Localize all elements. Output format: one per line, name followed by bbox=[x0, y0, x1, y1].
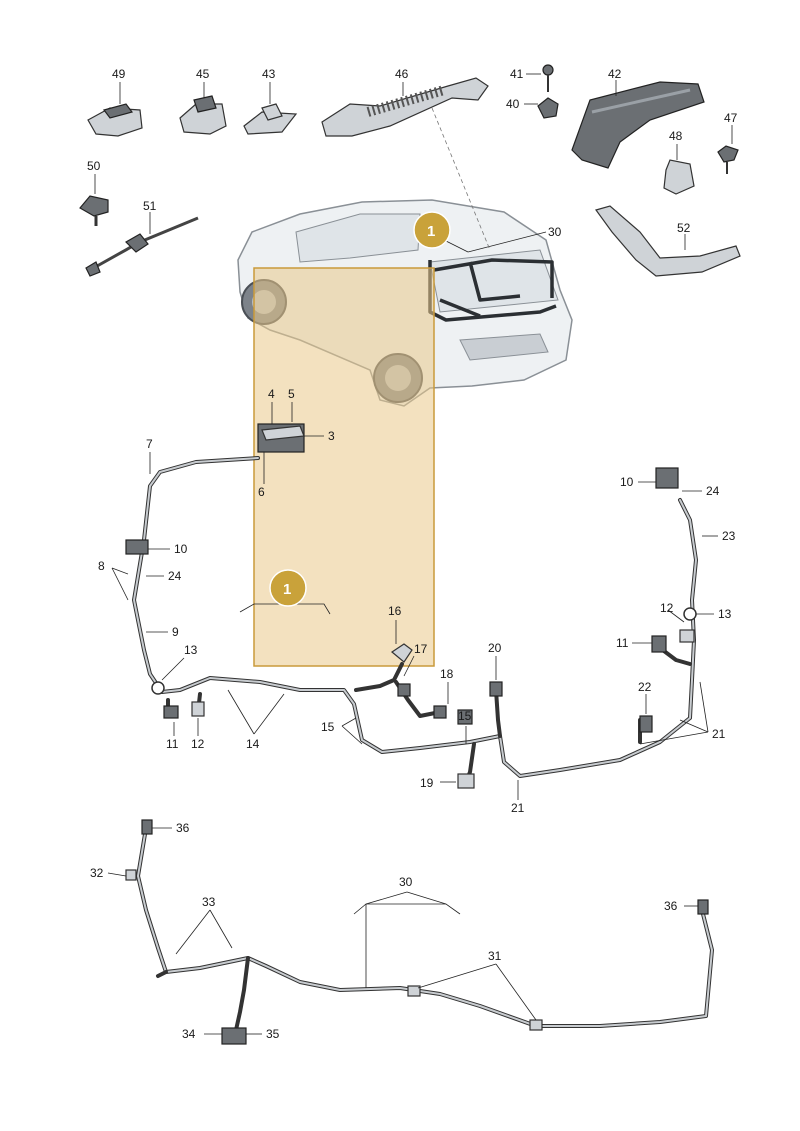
callout-31: 31 bbox=[488, 949, 502, 963]
callout-43: 43 bbox=[262, 67, 276, 81]
part-45-clip bbox=[179, 82, 227, 135]
callout-8: 8 bbox=[98, 559, 105, 573]
callout-30-bottom: 30 bbox=[399, 875, 413, 889]
callout-15-right: 15 bbox=[458, 709, 472, 723]
callout-4: 4 bbox=[268, 387, 275, 401]
callout-14: 14 bbox=[246, 737, 260, 751]
callout-40: 40 bbox=[506, 97, 520, 111]
part-49-clip bbox=[87, 82, 143, 137]
callout-20: 20 bbox=[488, 641, 502, 655]
leader-lines bbox=[107, 402, 718, 1035]
callout-21-right: 21 bbox=[712, 727, 726, 741]
callout-16: 16 bbox=[388, 604, 402, 618]
callout-32: 32 bbox=[90, 866, 104, 880]
callout-51: 51 bbox=[143, 199, 157, 213]
callout-12-right: 12 bbox=[660, 601, 674, 615]
callout-52: 52 bbox=[677, 221, 691, 235]
callout-11-left: 11 bbox=[166, 737, 179, 751]
callout-19: 19 bbox=[420, 776, 434, 790]
part-48-clip bbox=[663, 144, 695, 195]
callout-10-left: 10 bbox=[174, 542, 188, 556]
callout-33: 33 bbox=[202, 895, 216, 909]
callout-41: 41 bbox=[510, 67, 524, 81]
callout-46: 46 bbox=[395, 67, 409, 81]
callout-5: 5 bbox=[288, 387, 295, 401]
position-badge-mid: 1 bbox=[269, 569, 307, 607]
highlight-region bbox=[253, 267, 435, 667]
callout-11-right: 11 bbox=[616, 636, 629, 650]
callout-labels: 49 45 43 46 41 42 40 47 48 50 51 52 30 4… bbox=[87, 67, 738, 1041]
part-46-conduit bbox=[321, 77, 489, 137]
callout-10-right: 10 bbox=[620, 475, 634, 489]
part-43-clip bbox=[243, 82, 298, 135]
callout-15-left: 15 bbox=[321, 720, 335, 734]
position-badge-top-label: 1 bbox=[427, 223, 435, 240]
callout-17: 17 bbox=[414, 642, 428, 656]
position-badge-mid-label: 1 bbox=[283, 581, 291, 598]
position-badge-top: 1 bbox=[413, 211, 451, 249]
callout-47: 47 bbox=[724, 111, 738, 125]
callout-9: 9 bbox=[172, 625, 179, 639]
part-51-cable-tie bbox=[85, 212, 199, 277]
callout-21-bottom: 21 bbox=[511, 801, 525, 815]
bottom-harness bbox=[125, 819, 714, 1045]
callout-49: 49 bbox=[112, 67, 126, 81]
callout-22: 22 bbox=[638, 680, 652, 694]
part-52-trim-strip bbox=[595, 205, 741, 277]
callout-48: 48 bbox=[669, 129, 683, 143]
part-40-nut bbox=[524, 97, 559, 119]
callout-13-left: 13 bbox=[184, 643, 198, 657]
callout-30-top: 30 bbox=[548, 225, 562, 239]
callout-7: 7 bbox=[146, 437, 153, 451]
guide-line bbox=[431, 107, 491, 251]
callout-35: 35 bbox=[266, 1027, 280, 1041]
callout-12-left: 12 bbox=[191, 737, 205, 751]
callout-24-right: 24 bbox=[706, 484, 720, 498]
callout-23: 23 bbox=[722, 529, 736, 543]
callout-6: 6 bbox=[258, 485, 265, 499]
part-42-bracket bbox=[571, 80, 705, 169]
part-47-clip bbox=[717, 125, 739, 174]
callout-24-left: 24 bbox=[168, 569, 182, 583]
callout-36-right: 36 bbox=[664, 899, 678, 913]
callout-36-left: 36 bbox=[176, 821, 190, 835]
callout-18: 18 bbox=[440, 667, 454, 681]
part-50-clip bbox=[79, 174, 109, 226]
callout-42: 42 bbox=[608, 67, 622, 81]
callout-34: 34 bbox=[182, 1027, 196, 1041]
callout-45: 45 bbox=[196, 67, 210, 81]
callout-50: 50 bbox=[87, 159, 101, 173]
main-harness bbox=[125, 423, 698, 789]
part-41-screw bbox=[526, 64, 554, 92]
callout-13-right: 13 bbox=[718, 607, 732, 621]
callout-3: 3 bbox=[328, 429, 335, 443]
